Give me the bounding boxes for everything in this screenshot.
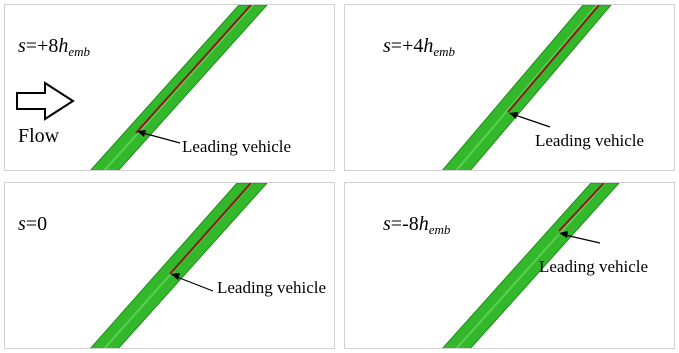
panel-s-plus-4: s=+4hemb Leading vehicle bbox=[344, 4, 675, 171]
leading-vehicle-line bbox=[169, 183, 252, 275]
road-centerline-light bbox=[455, 183, 606, 348]
leading-vehicle-line bbox=[135, 5, 252, 134]
position-label: s=0 bbox=[18, 213, 48, 235]
position-label: s=+4hemb bbox=[383, 35, 456, 59]
panel-s-minus-8: s=-8hemb Leading vehicle bbox=[344, 182, 675, 349]
annotation-arrow bbox=[176, 276, 214, 292]
leading-vehicle-line bbox=[558, 183, 605, 232]
arrow-head bbox=[559, 231, 568, 238]
annotation-arrow bbox=[514, 114, 551, 128]
road-centerline-light bbox=[455, 5, 598, 170]
leading-vehicle-label: Leading vehicle bbox=[535, 131, 645, 150]
annotation-arrow bbox=[142, 132, 181, 144]
position-label: s=-8hemb bbox=[383, 213, 451, 237]
flow-label: Flow bbox=[18, 125, 60, 147]
arrow-head bbox=[137, 130, 146, 137]
arrow-head bbox=[509, 112, 518, 119]
panel-s-zero: s=0 Leading vehicle bbox=[4, 182, 335, 349]
leading-vehicle-label: Leading vehicle bbox=[217, 278, 327, 297]
panel-s-plus-8: s=+8hemb Flow Leading vehicle bbox=[4, 4, 335, 171]
arrow-head bbox=[171, 273, 180, 280]
annotation-arrow bbox=[564, 234, 601, 244]
right-arrow-outline-icon bbox=[16, 81, 75, 121]
road-diagram bbox=[442, 5, 612, 170]
road-diagram bbox=[90, 183, 268, 348]
road-diagram bbox=[442, 183, 620, 348]
road-diagram bbox=[16, 5, 268, 170]
road-centerline-light bbox=[103, 5, 254, 170]
position-label: s=+8hemb bbox=[18, 35, 91, 59]
leading-vehicle-line bbox=[507, 5, 600, 113]
leading-vehicle-label: Leading vehicle bbox=[182, 137, 292, 156]
leading-vehicle-label: Leading vehicle bbox=[539, 257, 649, 276]
